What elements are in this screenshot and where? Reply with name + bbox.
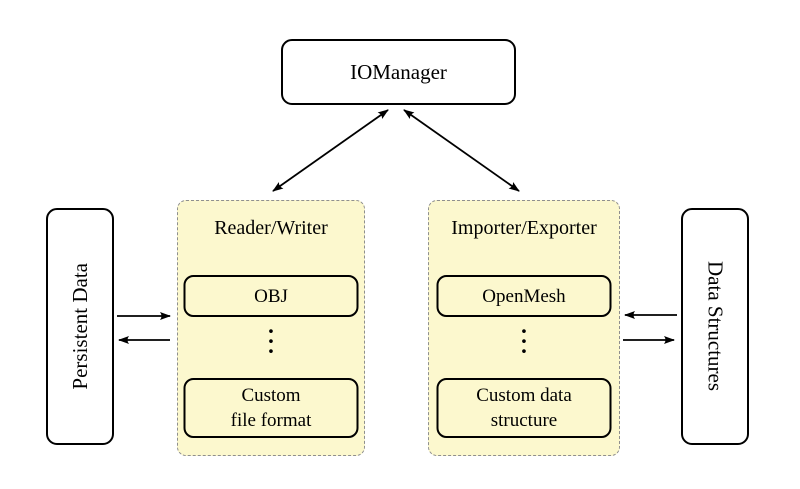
vertical-ellipsis: · · · <box>520 319 528 364</box>
importer-exporter-group: Importer/Exporter OpenMesh · · · Custom … <box>428 200 620 456</box>
vertical-ellipsis: · · · <box>267 319 275 364</box>
importer-exporter-group-label: Importer/Exporter <box>451 217 597 239</box>
iomanager-label: IOManager <box>350 59 447 84</box>
iomanager-node: IOManager <box>281 39 516 105</box>
custom-file-format-node: Custom file format <box>183 378 359 438</box>
reader-writer-group: Reader/Writer OBJ · · · Custom file form… <box>177 200 365 456</box>
reader-writer-group-label: Reader/Writer <box>214 217 328 239</box>
obj-node: OBJ <box>183 275 359 317</box>
data-structures-node: Data Structures <box>681 208 749 445</box>
persistent-data-label: Persistent Data <box>67 263 92 390</box>
data-structures-label: Data Structures <box>703 261 728 392</box>
openmesh-node: OpenMesh <box>436 275 612 317</box>
arrow-iomanager-importerexporter <box>403 109 520 192</box>
custom-data-structure-node: Custom data structure <box>436 378 612 438</box>
arrow-iomanager-readerwriter <box>272 109 389 192</box>
persistent-data-node: Persistent Data <box>46 208 114 445</box>
